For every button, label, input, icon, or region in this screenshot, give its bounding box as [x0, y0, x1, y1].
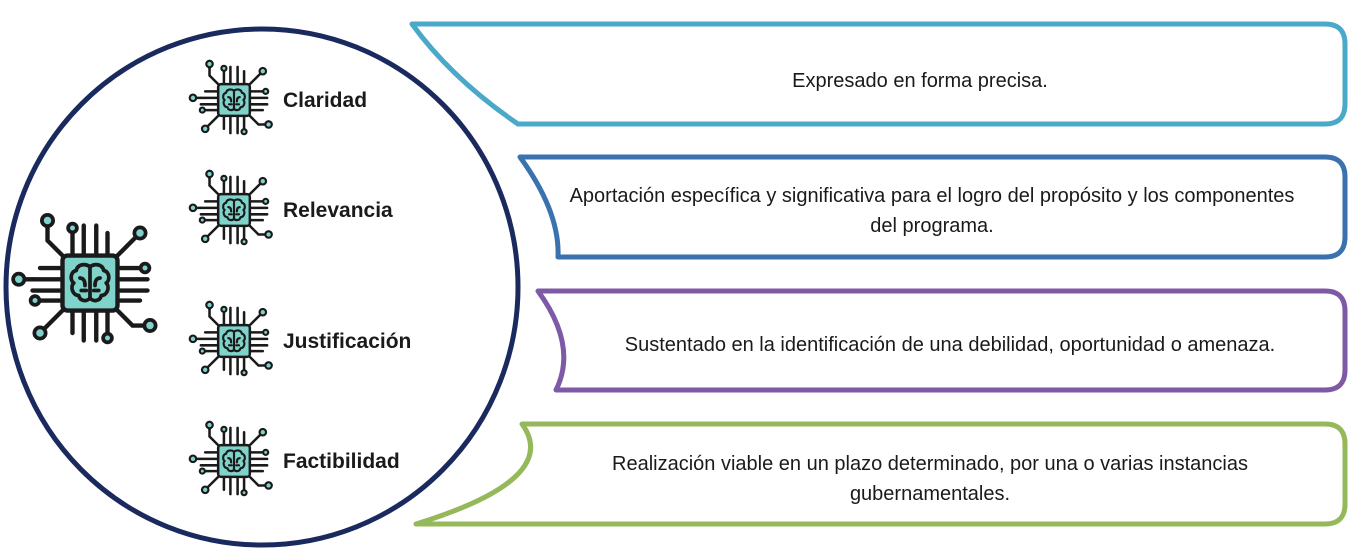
- criteria-circle: [3, 26, 521, 548]
- criterion-label-claridad: Claridad: [283, 89, 368, 112]
- criterion-label-relevancia: Relevancia: [283, 199, 393, 222]
- banner-claridad: [409, 21, 1348, 127]
- banner-justificacion: [535, 288, 1348, 393]
- criterion-label-factibilidad: Factibilidad: [283, 450, 400, 473]
- banner-relevancia: [517, 154, 1348, 260]
- description-claridad: Expresado en forma precisa.: [792, 70, 1048, 92]
- criterion-label-justificacion: Justificación: [283, 330, 412, 353]
- description-relevancia: Aportación específica y significativa pa…: [569, 185, 1295, 237]
- description-factibilidad: Realización viable en un plazo determina…: [612, 453, 1248, 505]
- banner-factibilidad: [413, 421, 1348, 527]
- description-justificacion: Sustentado en la identificación de una d…: [624, 334, 1276, 356]
